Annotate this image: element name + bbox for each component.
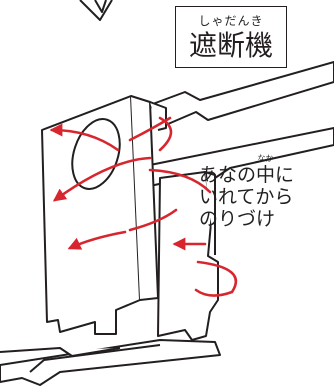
note-ruby: なか	[257, 154, 274, 163]
arrow-upper-right	[158, 116, 173, 152]
title-main: 遮断機	[188, 29, 273, 62]
note-line-2: いれてから	[199, 186, 294, 208]
note-line-1-before: あなの	[199, 164, 257, 186]
gate-side-panel	[157, 171, 219, 341]
note-ruby-group: なか中	[256, 154, 276, 186]
crossing-bar	[149, 61, 334, 187]
note-line-1-after: に	[275, 164, 295, 186]
red-arrows	[49, 116, 238, 297]
note-line-3: のりづけ	[199, 208, 276, 230]
title-box: しゃだんき 遮断機	[175, 6, 287, 68]
top-folded-strip	[79, 0, 113, 21]
title-ruby: しゃだんき	[198, 14, 264, 28]
arrow-bottom-right	[128, 208, 178, 232]
arrow-upper-left	[49, 123, 120, 152]
arrow-lower-right	[148, 168, 212, 194]
base-strips	[0, 339, 221, 386]
note-line-1: あなのなか中に	[199, 154, 295, 186]
arrow-upper-to-bar	[128, 116, 172, 142]
note-ruby-base: 中	[256, 164, 276, 186]
instruction-note: あなのなか中に いれてから のりづけ	[199, 154, 295, 230]
arrow-side-glue	[194, 260, 238, 297]
arrow-bottom-left	[67, 230, 127, 250]
panel-hole	[71, 118, 121, 190]
arrow-lower-left	[52, 156, 152, 202]
